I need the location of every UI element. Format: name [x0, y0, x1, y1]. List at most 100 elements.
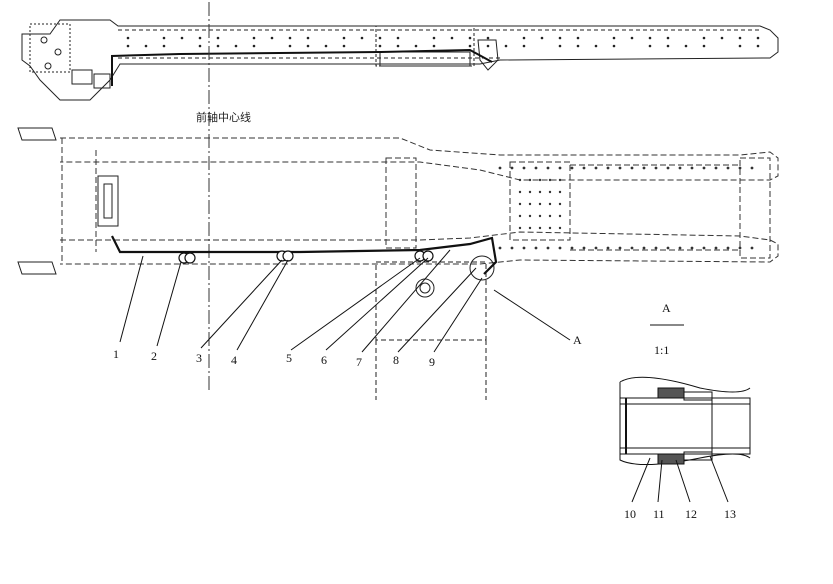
bolt-hole [538, 190, 542, 194]
bolt-hole [288, 36, 292, 40]
bolt-hole [654, 246, 658, 250]
bolt-hole [288, 44, 292, 48]
leader-lines [119, 249, 571, 353]
bolt-hole [726, 166, 730, 170]
bolt-hole [486, 36, 490, 40]
bolt-hole [750, 166, 754, 170]
bolt-hole [756, 44, 760, 48]
bolt-hole [558, 166, 562, 170]
bolt-hole [558, 178, 562, 182]
bolt-hole [702, 246, 706, 250]
bolt-hole [378, 36, 382, 40]
fuel-tank-plan [375, 255, 495, 400]
bolt-hole [714, 166, 718, 170]
bolt-hole [738, 246, 742, 250]
bolt-hole [666, 36, 670, 40]
bolt-hole [538, 214, 542, 218]
bolt-hole [654, 166, 658, 170]
bolt-hole [216, 36, 220, 40]
bolt-hole [642, 166, 646, 170]
bolt-hole [594, 44, 598, 48]
bolt-hole [666, 166, 670, 170]
bolt-hole [570, 166, 574, 170]
bolt-hole [522, 44, 526, 48]
bolt-hole [378, 44, 382, 48]
bolt-hole [750, 246, 754, 250]
bolt-hole [648, 36, 652, 40]
bolt-hole [630, 36, 634, 40]
bolt-hole [528, 226, 532, 230]
callout-4: 4 [231, 353, 237, 367]
bolt-hole [738, 36, 742, 40]
bolt-hole [570, 246, 574, 250]
bolt-hole [432, 36, 436, 40]
bolt-hole [678, 246, 682, 250]
bolt-hole [414, 44, 418, 48]
bolt-hole [558, 190, 562, 194]
bolt-hole [162, 36, 166, 40]
callout-7: 7 [356, 355, 362, 369]
bolt-hole [522, 246, 526, 250]
bolt-hole [548, 202, 552, 206]
bolt-hole [606, 246, 610, 250]
detail-leader-lines [631, 455, 729, 503]
bolt-hole [538, 178, 542, 182]
bolt-hole [690, 166, 694, 170]
bolt-hole [538, 226, 542, 230]
bolt-hole [468, 36, 472, 40]
bolt-hole [180, 36, 184, 40]
bolt-hole [498, 166, 502, 170]
bolt-hole [270, 36, 274, 40]
detail-callouts: 10 11 12 13 [624, 507, 736, 521]
callout-1: 1 [113, 347, 119, 361]
bolt-hole [642, 246, 646, 250]
detail-a-section [619, 376, 751, 465]
bolt-hole [528, 202, 532, 206]
detail-title: A [662, 301, 671, 315]
bolt-hole [342, 44, 346, 48]
bolt-hole [518, 226, 522, 230]
bolt-hole [548, 178, 552, 182]
bolt-hole [534, 246, 538, 250]
bolt-hole [738, 44, 742, 48]
bolt-hole [518, 214, 522, 218]
bolt-hole [486, 44, 490, 48]
bolt-hole [594, 166, 598, 170]
bolt-hole [198, 44, 202, 48]
callout-10: 10 [624, 507, 636, 521]
bolt-hole [360, 36, 364, 40]
bolt-hole [306, 36, 310, 40]
bolt-hole [504, 44, 508, 48]
bolt-hole [126, 36, 130, 40]
bolt-hole [690, 246, 694, 250]
bolt-hole [666, 44, 670, 48]
bolt-hole [612, 44, 616, 48]
bolt-hole [606, 166, 610, 170]
bolt-hole [144, 44, 148, 48]
bolt-hole [582, 246, 586, 250]
bolt-hole [666, 246, 670, 250]
bolt-hole [612, 36, 616, 40]
bolt-hole [546, 166, 550, 170]
callout-A: A [573, 333, 582, 347]
bolt-hole [714, 246, 718, 250]
bolt-hole [738, 166, 742, 170]
bolt-hole [548, 190, 552, 194]
bolt-hole [510, 246, 514, 250]
pipe-clamps [178, 250, 434, 264]
bolt-hole [522, 36, 526, 40]
bolt-hole [548, 226, 552, 230]
bolt-hole [522, 166, 526, 170]
bolt-hole [678, 166, 682, 170]
callout-11: 11 [653, 507, 665, 521]
bolt-hole [216, 44, 220, 48]
bolt-hole [726, 246, 730, 250]
bolt-hole [618, 246, 622, 250]
bolt-hole [558, 246, 562, 250]
bolt-hole [450, 36, 454, 40]
bolt-hole [538, 202, 542, 206]
bolt-hole [702, 36, 706, 40]
bolt-hole [432, 44, 436, 48]
bolt-hole [702, 166, 706, 170]
bolt-hole [498, 246, 502, 250]
